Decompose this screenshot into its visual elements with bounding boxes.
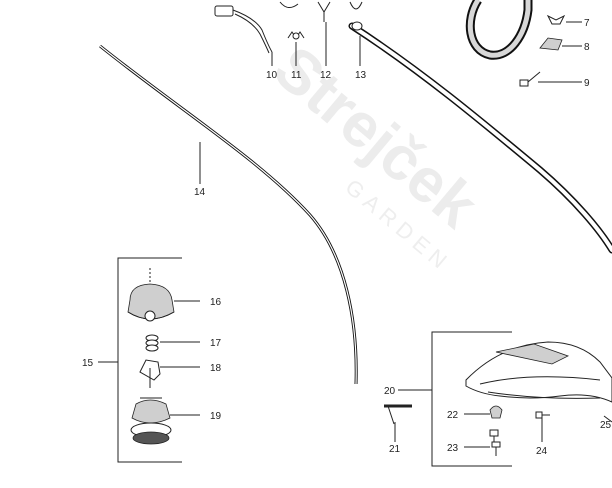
callout-11: 11 <box>291 70 302 81</box>
callout-8: 8 <box>584 42 590 53</box>
part-18-bracket-icon <box>139 359 161 388</box>
part-10-connector-icon <box>214 5 273 54</box>
callout-15: 15 <box>82 358 94 369</box>
part-7-wingnut-icon <box>546 14 566 25</box>
part-9-bolt-icon <box>519 71 541 87</box>
callout-24: 24 <box>536 446 548 457</box>
callout-13: 13 <box>355 70 367 81</box>
part-8-clamp-icon <box>539 37 563 51</box>
part-17-spring-icon <box>145 334 159 352</box>
part-13-tube-icon <box>348 21 612 254</box>
handle-icon <box>465 0 533 60</box>
watermark: Strejček GARDEN <box>261 33 491 277</box>
callout-21: 21 <box>389 444 401 455</box>
callout-14: 14 <box>194 187 206 198</box>
part-11-spring-icon <box>287 31 305 40</box>
callout-23: 23 <box>447 443 459 454</box>
part-16-cover-icon <box>127 268 175 322</box>
part-19-spool-icon <box>130 397 172 445</box>
callout-12: 12 <box>320 70 332 81</box>
callout-22: 22 <box>447 410 459 421</box>
part-15-group-bracket <box>98 257 182 463</box>
part-20-group-bracket <box>398 331 512 467</box>
callout-19: 19 <box>210 411 222 422</box>
callout-18: 18 <box>210 363 222 374</box>
callout-labels: 7 8 9 10 11 12 13 14 15 16 17 18 19 20 2… <box>82 18 612 457</box>
part-14-cable-icon <box>99 44 358 385</box>
part-21-hexkey-icon <box>384 404 412 425</box>
part-23-screw-icon <box>489 429 501 456</box>
guard-icon <box>465 341 612 403</box>
callout-20: 20 <box>384 386 396 397</box>
callout-16: 16 <box>210 297 222 308</box>
part-24-bolt-icon <box>535 411 550 419</box>
callout-17: 17 <box>210 338 222 349</box>
callout-9: 9 <box>584 78 590 89</box>
part-22-clamp-icon <box>489 405 503 419</box>
callout-7: 7 <box>584 18 590 29</box>
callout-25: 25 <box>600 420 612 431</box>
callout-10: 10 <box>266 70 278 81</box>
part-12-clip-icon <box>279 1 363 22</box>
